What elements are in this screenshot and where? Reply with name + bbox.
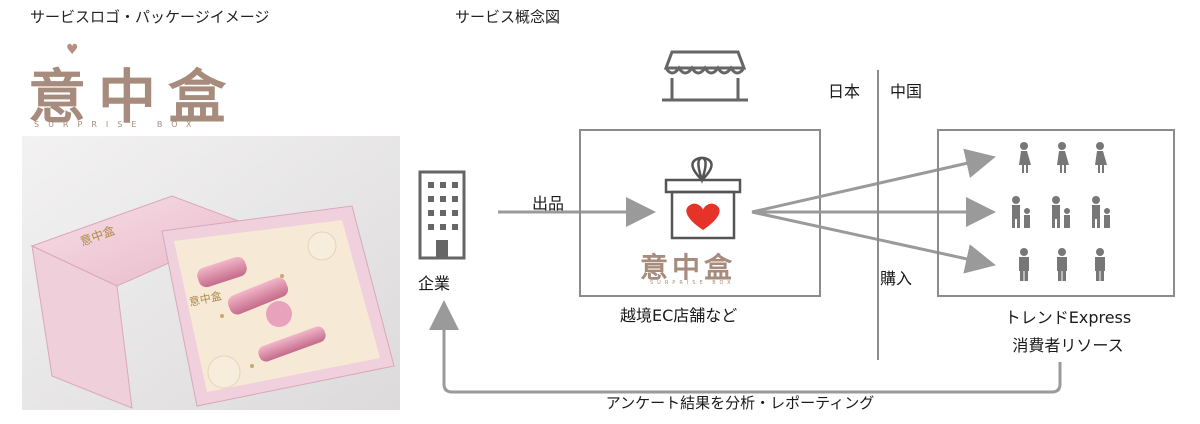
shop-icon <box>662 50 748 102</box>
store-logo-subtitle: SURPRISE BOX <box>650 280 735 286</box>
consumer-icons <box>1012 142 1110 281</box>
logo-subtitle: SURPRISE BOX <box>34 120 201 129</box>
purchase-label: 購入 <box>880 269 913 288</box>
logo-package-caption: サービスロゴ・パッケージイメージ <box>30 8 270 26</box>
feedback-arrow <box>429 300 1062 394</box>
consumer-resource-label: 消費者リソース <box>1012 336 1124 355</box>
store-logo: 意中盒 <box>640 251 737 284</box>
gift-box-icon <box>664 156 742 240</box>
listing-label: 出品 <box>532 194 565 213</box>
service-logo: ♥ 意中盒 SURPRISE BOX <box>22 40 252 131</box>
svg-text:意中盒: 意中盒 <box>188 288 223 309</box>
china-label: 中国 <box>890 82 923 101</box>
heart-icon <box>686 203 720 230</box>
service-diagram-caption: サービス概念図 <box>455 8 561 26</box>
trend-express-label: トレンドExpress <box>1004 308 1132 327</box>
survey-report-label: アンケート結果を分析・レポーティング <box>605 394 875 412</box>
japan-label: 日本 <box>828 82 861 101</box>
heart-ornament-icon: ♥ <box>66 42 79 58</box>
consumer-box <box>937 129 1175 297</box>
building-icon <box>418 170 466 260</box>
store-label: 越境EC店舗など <box>620 306 738 325</box>
logo-characters: 意中盒 <box>28 63 239 131</box>
package-photo: 意中盒 意中盒 <box>22 136 400 410</box>
company-label: 企業 <box>418 274 451 293</box>
purchase-arrows <box>751 148 996 274</box>
